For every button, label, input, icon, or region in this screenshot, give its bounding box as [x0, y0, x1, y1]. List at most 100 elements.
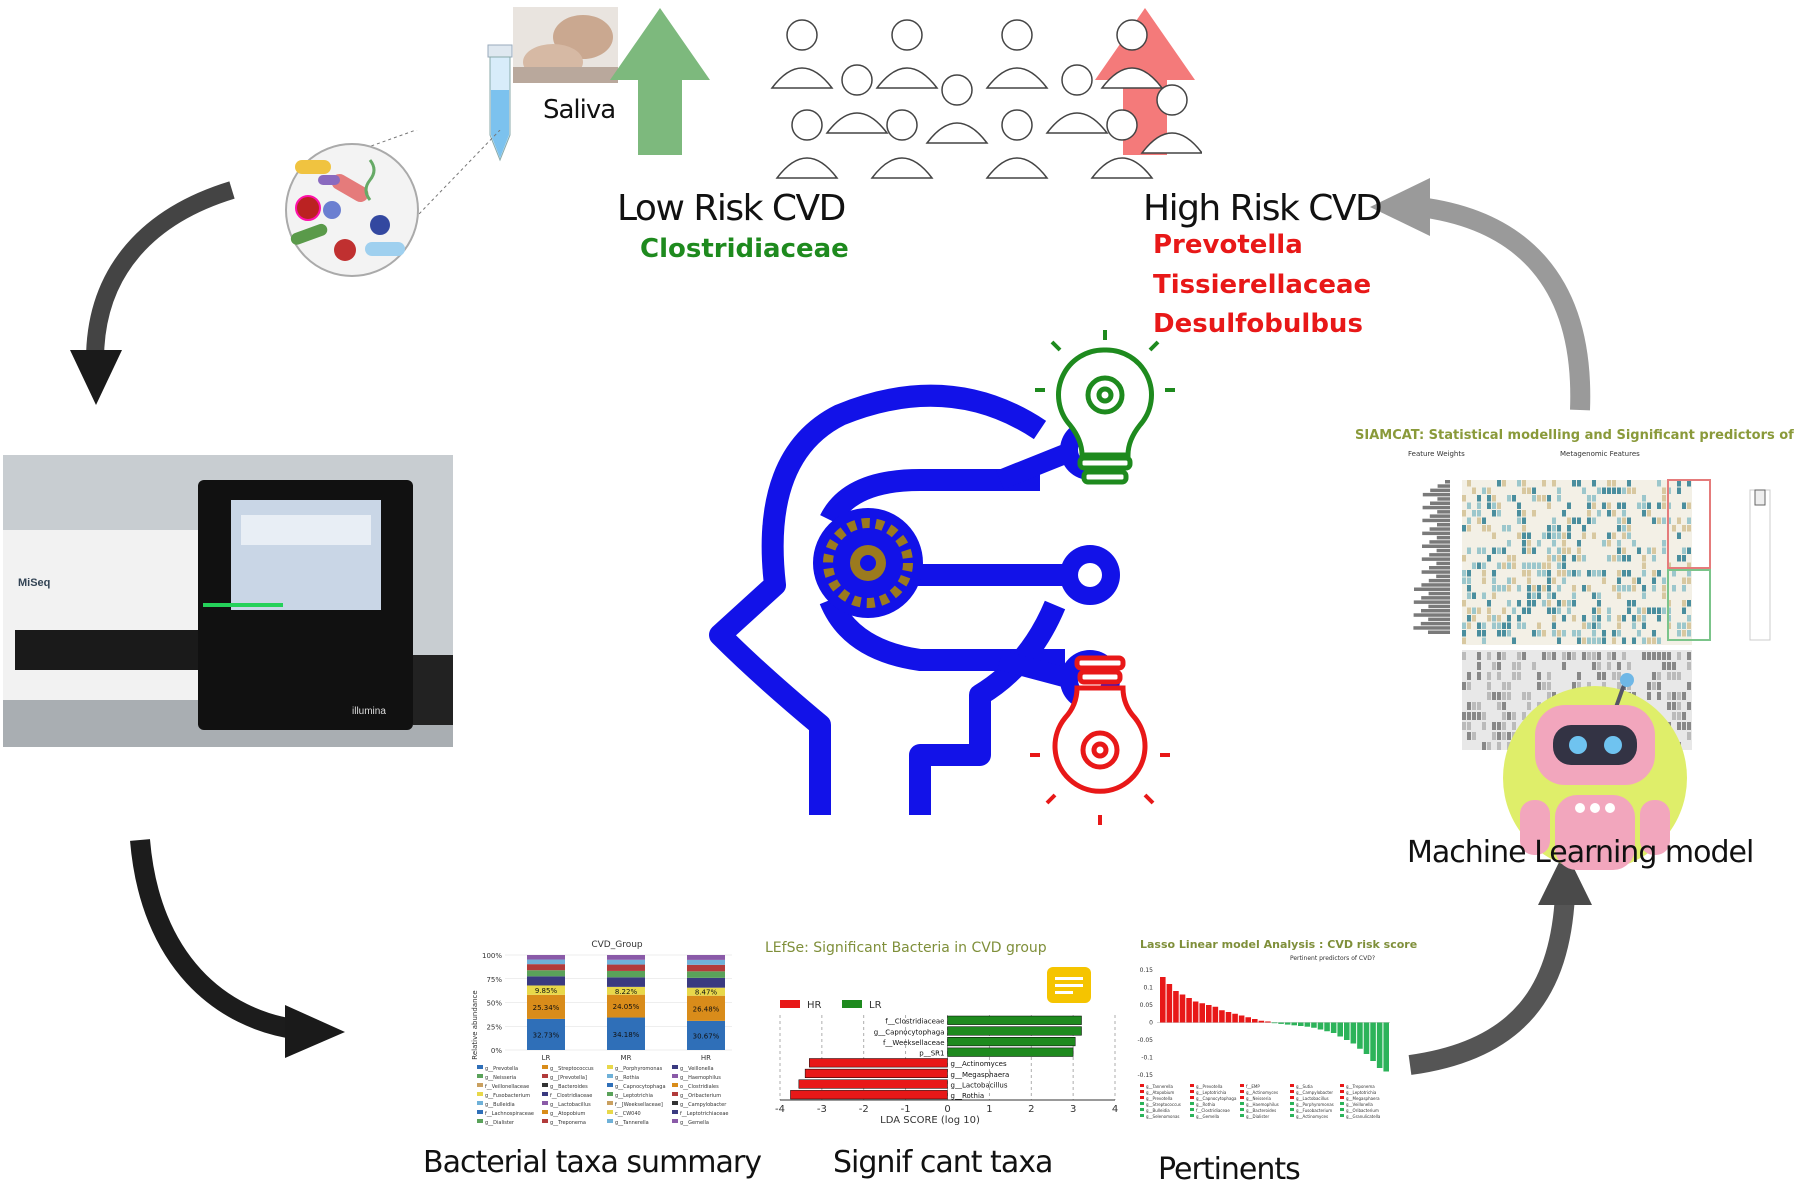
heatmap-cell: [1502, 480, 1506, 487]
heatmap-cell: [1607, 480, 1611, 487]
heatmap-cell: [1507, 540, 1511, 547]
heatmap-cell: [1592, 622, 1596, 629]
bar-group-label: LR: [542, 1054, 551, 1062]
heatmap-cell: [1562, 555, 1566, 562]
heatmap-cell: [1517, 615, 1521, 622]
heatmap-cell: [1652, 517, 1656, 524]
heatmap-cell: [1607, 540, 1611, 547]
heatmap-cell: [1552, 532, 1556, 539]
bar-pct-label: 32.73%: [533, 1031, 560, 1039]
heatmap-cell: [1687, 547, 1691, 554]
heatmap-cell: [1482, 630, 1486, 637]
metagenomic-features-label: Metagenomic Features: [1560, 450, 1640, 458]
bar-segment: [527, 964, 565, 971]
metadata-cell: [1507, 682, 1511, 690]
heatmap-cell: [1642, 510, 1646, 517]
heatmap-cell: [1477, 517, 1481, 524]
metadata-cell: [1672, 692, 1676, 700]
heatmap-cell: [1632, 487, 1636, 494]
heatmap-cell: [1482, 570, 1486, 577]
heatmap-cell: [1627, 525, 1631, 532]
heatmap-cell: [1687, 480, 1691, 487]
lasso-bar: [1317, 1022, 1324, 1030]
metadata-cell: [1502, 722, 1506, 730]
heatmap-cell: [1587, 517, 1591, 524]
metadata-cell: [1512, 712, 1516, 720]
green-lightbulb-icon: [1035, 330, 1175, 485]
heatmap-cell: [1617, 630, 1621, 637]
heatmap-cell: [1562, 540, 1566, 547]
metadata-cell: [1492, 732, 1496, 740]
heatmap-cell: [1462, 622, 1466, 629]
lasso-bar: [1376, 1022, 1383, 1068]
feature-weight-bar: [1428, 630, 1450, 634]
bar-legend-entry: g__Oribacterium: [680, 1093, 721, 1099]
heatmap-cell: [1687, 600, 1691, 607]
metadata-cell: [1477, 712, 1481, 720]
heatmap-cell: [1592, 630, 1596, 637]
metadata-cell: [1477, 652, 1481, 660]
lasso-legend-swatch: [1340, 1114, 1344, 1117]
lasso-legend-entry: g__Selenomonas: [1146, 1114, 1180, 1119]
heatmap-cell: [1507, 630, 1511, 637]
heatmap-cell: [1647, 510, 1651, 517]
heatmap-cell: [1657, 615, 1661, 622]
heatmap-cell: [1587, 502, 1591, 509]
heatmap-cell: [1467, 585, 1471, 592]
lefse-xtick: 3: [1070, 1104, 1076, 1115]
bar-legend-entry: g__Rothia: [615, 1075, 639, 1081]
heatmap-cell: [1552, 517, 1556, 524]
feature-weight-bar: [1422, 531, 1450, 536]
siamcat-heatmap: [1413, 479, 1771, 750]
metadata-cell: [1547, 692, 1551, 700]
lasso-legend-entry: g__Neisseria: [1246, 1096, 1271, 1101]
heatmap-cell: [1572, 592, 1576, 599]
heatmap-cell: [1642, 622, 1646, 629]
bar-segment: [527, 970, 565, 977]
heatmap-cell: [1622, 517, 1626, 524]
heatmap-cell: [1627, 480, 1631, 487]
heatmap-cell: [1547, 525, 1551, 532]
metadata-cell: [1502, 732, 1506, 740]
heatmap-cell: [1492, 622, 1496, 629]
heatmap-cell: [1607, 502, 1611, 509]
heatmap-cell: [1617, 540, 1621, 547]
bar-segment: [607, 986, 645, 995]
lasso-legend-swatch: [1240, 1090, 1244, 1093]
bar-segment: [607, 977, 645, 987]
lasso-legend-swatch: [1240, 1102, 1244, 1105]
bar-legend-entry: g__Veillonella: [680, 1066, 714, 1072]
metadata-cell: [1497, 722, 1501, 730]
heatmap-cell: [1662, 585, 1666, 592]
lasso-bar: [1173, 991, 1179, 1023]
heatmap-cell: [1492, 615, 1496, 622]
metadata-cell: [1672, 712, 1676, 720]
metadata-cell: [1687, 652, 1691, 660]
heatmap-cell: [1547, 555, 1551, 562]
metadata-cell: [1677, 672, 1681, 680]
heatmap-cell: [1632, 540, 1636, 547]
heatmap-cell: [1542, 532, 1546, 539]
bar-chart-title: CVD_Group: [591, 940, 643, 950]
lasso-ytick: 0: [1149, 1020, 1153, 1027]
heatmap-cell: [1507, 577, 1511, 584]
heatmap-cell: [1587, 637, 1591, 644]
heatmap-cell: [1582, 487, 1586, 494]
bar-segment: [527, 955, 565, 960]
person-5: [825, 64, 889, 134]
lefse-xlabel: LDA SCORE (log 10): [880, 1115, 980, 1126]
heatmap-cell: [1627, 555, 1631, 562]
lefse-lr-bar: [947, 1015, 1082, 1025]
bar-segment: [527, 959, 565, 965]
heatmap-cell: [1617, 570, 1621, 577]
heatmap-cell: [1602, 540, 1606, 547]
metadata-cell: [1677, 652, 1681, 660]
heatmap-cell: [1622, 525, 1626, 532]
heatmap-cell: [1627, 517, 1631, 524]
lasso-legend-swatch: [1340, 1084, 1344, 1087]
heatmap-cell: [1547, 562, 1551, 569]
lasso-bar: [1298, 1022, 1304, 1026]
lasso-legend-swatch: [1290, 1084, 1294, 1087]
feature-weight-bar: [1436, 574, 1450, 579]
bar-legend-swatch: [477, 1092, 483, 1096]
